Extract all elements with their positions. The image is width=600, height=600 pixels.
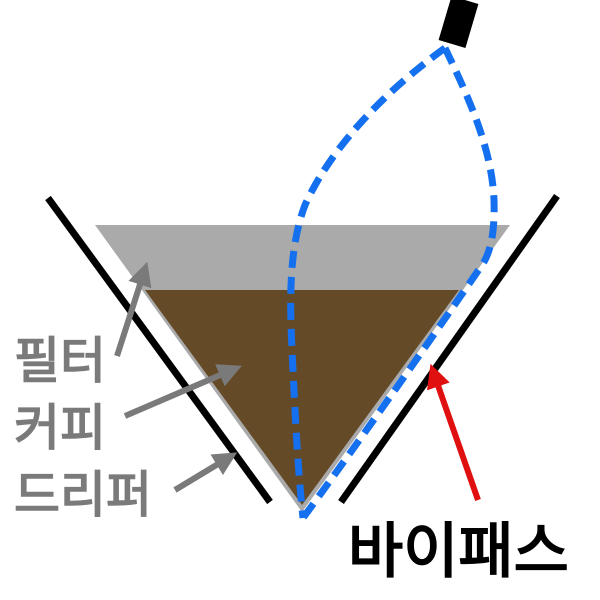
dripper-arrow bbox=[173, 452, 238, 493]
coffee-bed bbox=[145, 290, 459, 505]
filter-label: 필터 bbox=[14, 332, 106, 390]
dripper-right-wall bbox=[338, 193, 560, 505]
dripper-left-wall bbox=[45, 195, 273, 505]
coffee-label: 커피 bbox=[14, 399, 106, 457]
dripper-label: 드리퍼 bbox=[14, 466, 152, 524]
filter-arrow bbox=[114, 261, 152, 357]
bypass-path-left bbox=[287, 45, 448, 519]
coffee-arrow bbox=[123, 364, 242, 419]
bypass-path-right bbox=[300, 46, 498, 521]
bypass-arrow bbox=[427, 363, 481, 501]
bypass-label: 바이패스 bbox=[348, 517, 569, 587]
kettle-spout bbox=[438, 0, 479, 48]
